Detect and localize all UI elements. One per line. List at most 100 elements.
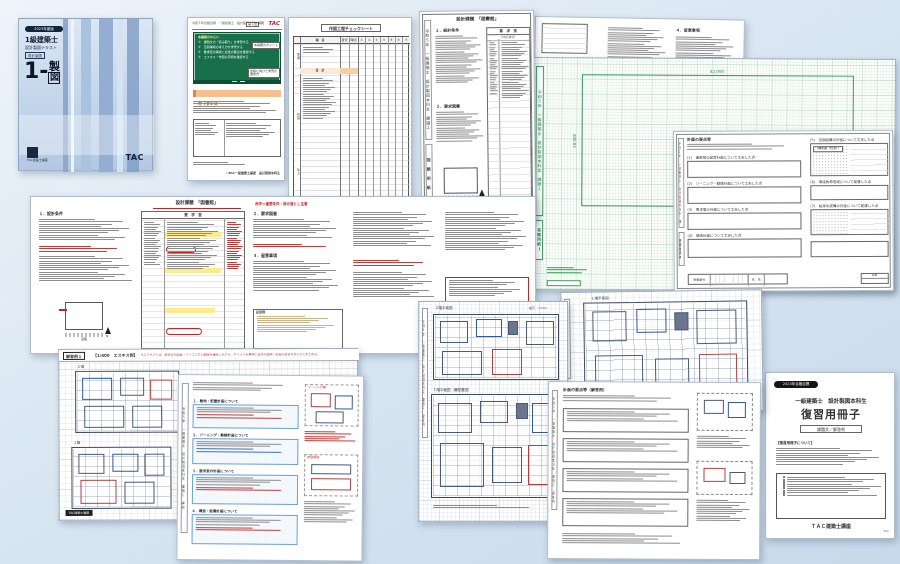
text-line [167, 250, 208, 252]
red-note: 赤字＝重要条件・読み落とし注意 [255, 202, 308, 206]
examinee-box [546, 280, 581, 287]
text-line [39, 275, 115, 277]
text-line [501, 42, 518, 44]
text-line [566, 419, 678, 422]
text-line [227, 250, 239, 252]
text-line [489, 75, 498, 77]
text-line [566, 415, 657, 417]
text-line [253, 261, 305, 263]
text-line [783, 491, 848, 494]
mini-room [334, 395, 353, 410]
text-line [436, 137, 478, 140]
road-hatch [65, 333, 103, 337]
text-line [783, 485, 881, 488]
text-line [192, 384, 284, 387]
text-line [501, 88, 521, 90]
table-col-line [340, 37, 341, 207]
text-line [144, 259, 157, 261]
annotated-sec1: １．設計条件 [39, 211, 63, 216]
col-header-attempt: ⑦ [404, 38, 408, 42]
text-line [227, 222, 237, 224]
text-line [39, 219, 95, 221]
text-line [449, 282, 516, 284]
text-line [445, 240, 508, 242]
text-line [144, 250, 158, 252]
text-line [776, 459, 868, 461]
text-line [696, 444, 750, 446]
sample-answer-box: 記述例 [253, 309, 343, 349]
text-line [435, 68, 481, 70]
text-line [696, 438, 746, 440]
text-line [776, 450, 872, 452]
highlight-text [196, 407, 295, 414]
text-line [39, 236, 126, 238]
text-line [353, 216, 417, 218]
annotated-site-diagram: 道路 N [59, 297, 111, 345]
text-line [489, 90, 498, 92]
text-line [566, 471, 635, 473]
flyer-body-text [193, 100, 281, 114]
chalk-piece [240, 80, 245, 83]
year-badge: 2023年度版 [25, 26, 63, 32]
text-line [607, 29, 660, 32]
text-line [562, 535, 672, 538]
booklet-title: 復習用冊子 [801, 408, 861, 421]
annotated-text [39, 255, 135, 282]
text-line [562, 539, 645, 542]
text-line [436, 118, 468, 120]
mini-room [729, 471, 746, 485]
room-specs [167, 221, 221, 270]
text-line [696, 504, 739, 506]
question-6-label: (6) 環境負荷低減について配慮した点 [810, 179, 872, 185]
text-line [445, 236, 527, 238]
text-line [144, 228, 156, 230]
text-line [436, 124, 471, 127]
cover-stripe [81, 19, 91, 172]
text-line [193, 109, 276, 111]
text-line [227, 233, 241, 235]
text-line [501, 90, 529, 92]
text-line [501, 74, 528, 77]
text-line [435, 46, 476, 48]
board-callout-1: 本講義のポイント [252, 42, 281, 49]
text-line [488, 57, 495, 59]
text-line [445, 229, 521, 231]
esquisse-plan-upper [75, 370, 180, 433]
text-line [196, 477, 253, 479]
plan-room [480, 401, 508, 423]
text-line [566, 417, 644, 420]
board-title: 本講義のねらい [198, 35, 220, 39]
text-line [257, 328, 317, 330]
text-line [353, 234, 411, 236]
text-line [488, 48, 495, 51]
text-line [696, 446, 744, 449]
mini-diagram-box [696, 392, 753, 432]
text-line [501, 79, 522, 81]
highlight-text [196, 477, 294, 486]
text-line [353, 260, 400, 262]
col-header-attempt: ⑥ [397, 38, 401, 42]
problem-body-text [436, 110, 484, 142]
text-line [353, 283, 423, 285]
text-line [435, 40, 472, 42]
subtotal-label: 合 計 [315, 67, 325, 72]
esquisse-caption-upper: ２階 [77, 364, 85, 369]
text-line [144, 261, 155, 263]
text-line [449, 280, 494, 281]
text-line [253, 234, 307, 236]
text-line [489, 62, 497, 64]
cover-stripe [127, 19, 139, 172]
answer-box-2 [687, 186, 802, 204]
section-heading: ４．留意事項 [675, 27, 700, 33]
text-line [562, 542, 681, 544]
text-line [253, 287, 329, 289]
text-line [304, 440, 356, 442]
text-line [445, 220, 524, 222]
answer-box-5: 〔補足図（任意）〕 [810, 142, 889, 177]
text-line [39, 258, 123, 260]
section-bar-accent [193, 90, 196, 97]
text-line [562, 399, 658, 402]
text-line [303, 86, 335, 88]
text-line [227, 228, 238, 230]
answer-box-3 [687, 212, 802, 230]
